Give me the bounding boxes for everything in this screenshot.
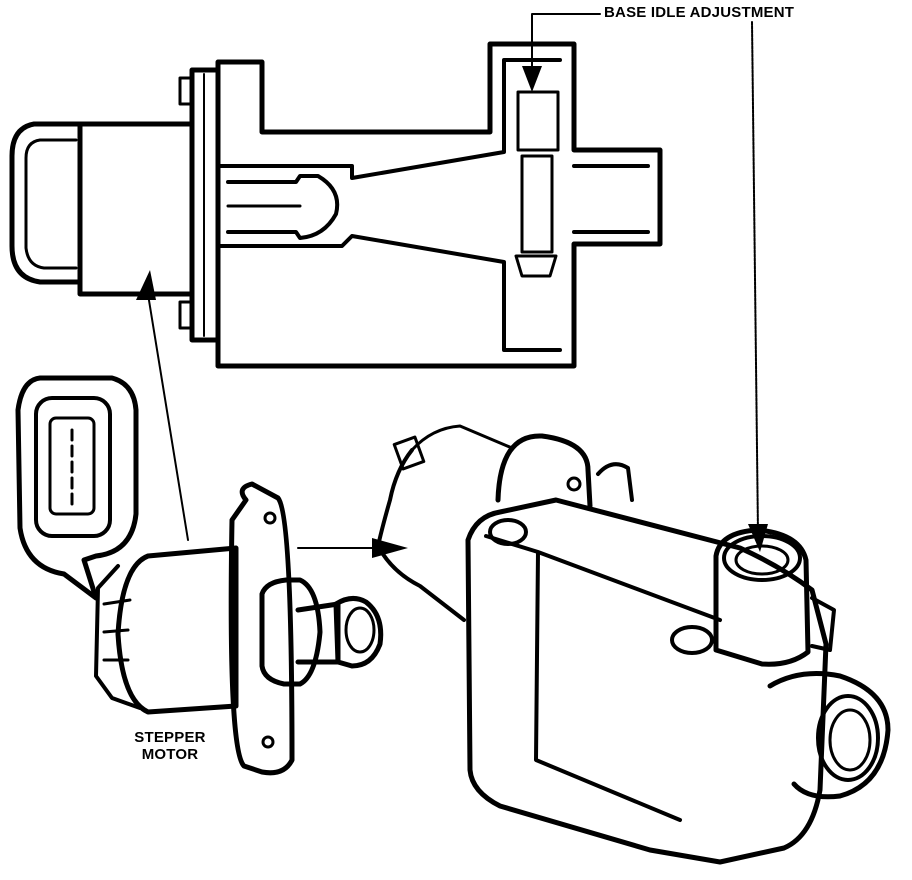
- section-lower-chamber: [216, 234, 562, 352]
- base-idle-leader-line: [531, 13, 601, 79]
- section-connector-cap: [9, 121, 83, 285]
- section-bolt-top: [178, 76, 194, 106]
- housing-adjust-boss: [713, 527, 811, 667]
- cross-section-view: [9, 41, 663, 369]
- section-outlet-pipe: [572, 164, 650, 234]
- housing-hole-left: [488, 518, 528, 546]
- stepper-motor-label-line1: STEPPER: [134, 729, 206, 746]
- section-adjust-screw-shaft: [520, 154, 554, 254]
- housing-back-boss-hole: [566, 476, 582, 492]
- stepper-motor-connector: [94, 564, 142, 710]
- connector-callout-pins: [48, 416, 96, 516]
- housing-wire-harness: [376, 448, 466, 622]
- housing-adjust-boss-bore: [734, 544, 790, 576]
- section-adjust-screw-tip: [514, 254, 558, 278]
- section-pintle: [226, 174, 340, 240]
- housing-outlet-bore-inner: [828, 708, 872, 772]
- stepper-motor-connector-detail: [102, 598, 132, 662]
- stepper-motor-label: STEPPER MOTOR: [128, 729, 212, 763]
- base-idle-adjustment-label: BASE IDLE ADJUSTMENT: [604, 4, 795, 21]
- stepper-motor-label-line2: MOTOR: [141, 746, 199, 763]
- stepper-motor-view: [15, 375, 384, 776]
- motor-to-section-arrow: [136, 270, 156, 300]
- housing-wire-connector: [392, 435, 426, 471]
- connector-callout-bubble: [15, 375, 139, 601]
- section-housing-outline: [215, 41, 663, 369]
- stepper-pintle-tip: [333, 596, 384, 669]
- stepper-motor-can: [115, 545, 239, 715]
- section-adjust-screw-top: [516, 90, 560, 152]
- housing-adjust-boss-top: [722, 534, 802, 582]
- housing-top-face: [484, 534, 722, 822]
- motor-to-section-leader: [145, 281, 189, 541]
- base-idle-leader-long: [751, 21, 759, 535]
- housing-outlet-bore: [816, 694, 880, 782]
- housing-outlet-pipe: [767, 671, 891, 800]
- stepper-mounting-flange: [228, 481, 295, 776]
- section-connector-inner: [24, 138, 78, 270]
- flange-hole-top: [263, 511, 277, 525]
- section-upper-chamber: [216, 58, 562, 180]
- housing-side-bracket: [810, 596, 836, 652]
- housing-back-boss: [495, 433, 593, 509]
- stepper-pintle-boss: [259, 577, 323, 687]
- housing-hole-front: [670, 625, 714, 655]
- section-bolt-bottom: [178, 300, 194, 330]
- housing-view: [376, 424, 891, 865]
- base-idle-arrow-top: [522, 66, 542, 92]
- section-motor-body: [77, 121, 195, 297]
- stepper-pintle-tip-face: [344, 606, 376, 654]
- connector-callout-plug: [34, 396, 112, 538]
- housing-wire-harness-2: [410, 424, 514, 452]
- housing-back-boss-2: [596, 462, 634, 502]
- flange-hole-bottom: [261, 735, 275, 749]
